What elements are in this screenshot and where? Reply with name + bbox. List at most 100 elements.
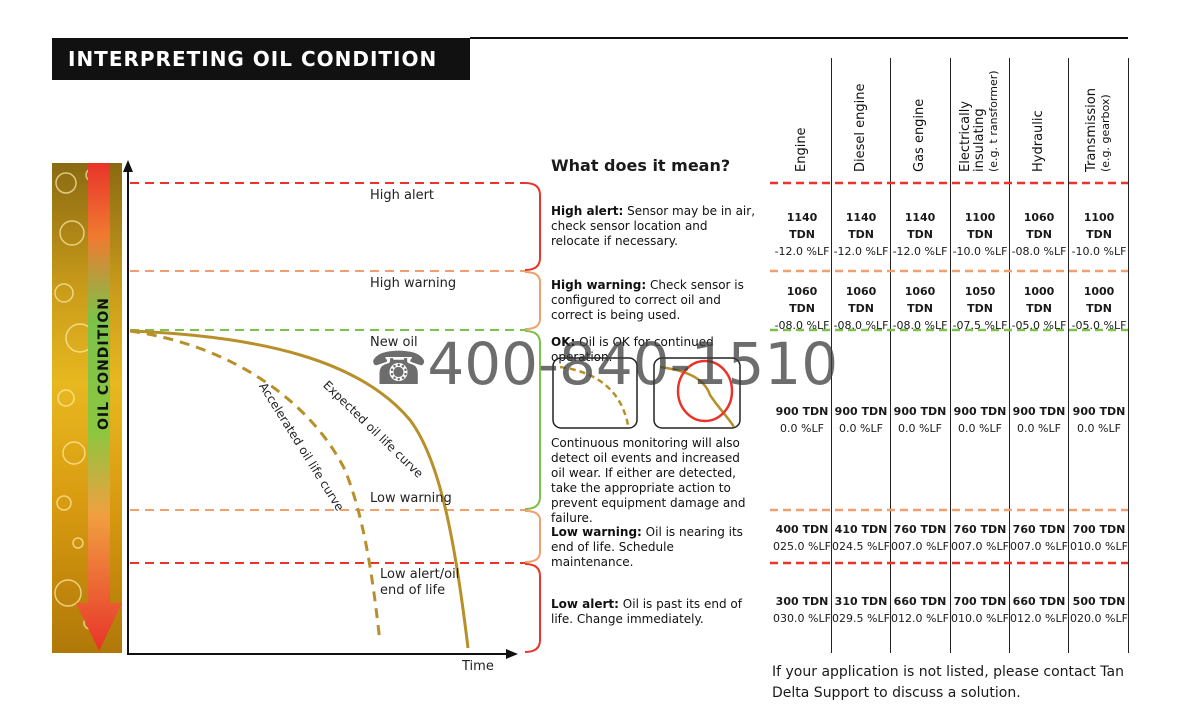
table-cell: 1140 TDN -12.0 %LF [773,209,831,260]
table-cell: 310 TDN 029.5 %LF [832,593,890,627]
meaning-high-alert: High alert: Sensor may be in air, check … [551,204,756,248]
col-name: Engine [794,127,809,172]
cell-lf: -12.0 %LF [892,245,948,258]
table-cell: 1060 TDN-08.0 %LF [891,283,949,334]
oil-gradient-bar [52,163,122,653]
col-name: insulating [972,108,987,172]
table-cell: 1100 TDN -10.0 %LF [951,209,1009,260]
cell-tdn: 1000 TDN [1023,285,1055,315]
cell-tdn: 900 TDN [953,405,1007,418]
phone-watermark: ☎400-840-1510 [370,330,838,398]
meaning-low-warning: Low warning: Oil is nearing its end of l… [551,525,743,569]
table-cell: 900 TDN 0.0 %LF [773,403,831,437]
cell-lf: 0.0 %LF [839,422,883,435]
meaning-low-alert: Low alert: Oil is past its end of life. … [551,597,742,626]
meaning-high-warning: High warning: Check sensor is configured… [551,278,744,322]
zone-label-high-alert: High alert [370,188,435,203]
table-column-divider [831,58,832,653]
x-axis-arrow [506,649,518,659]
table-cell: 1000 TDN -05.0 %LF [1070,283,1128,334]
table-column-header: Hydraulic [1031,110,1046,172]
table-cell: 900 TDN 0.0 %LF [891,403,949,437]
low-alert-bracket [524,563,541,653]
table-column-divider [890,58,891,653]
cell-tdn: 1060 TDN [1023,211,1055,241]
cell-tdn: 900 TDN [775,405,829,418]
table-cell: 1140 TDN -12.0 %LF [891,209,949,260]
cell-tdn: 760 TDN [893,523,947,536]
cell-lf: -12.0 %LF [833,245,889,258]
table-cell: 1050 TDN-07.5 %LF [951,283,1009,334]
cell-lf: 030.0 %LF [773,612,831,625]
cell-tdn: 1100 TDN [1083,211,1115,241]
table-column-divider [1068,58,1069,653]
table-cell: 1060 TDN-08.0 %LF [832,283,890,334]
col-name: Diesel engine [853,83,868,172]
table-column-header: Transmission(e.g. gearbox) [1084,88,1113,172]
cell-tdn: 660 TDN [893,595,947,608]
cell-tdn: 900 TDN [1012,405,1066,418]
table-column-header: Engine [794,127,809,172]
zone-label-low-alert-2: end of life [380,583,446,598]
low-warning-bracket [524,510,541,563]
cell-lf: -08.0 %LF [774,319,830,332]
cell-lf: 0.0 %LF [780,422,824,435]
cell-lf: 0.0 %LF [898,422,942,435]
cell-lf: 010.0 %LF [951,612,1009,625]
page-title: INTERPRETING OIL CONDITION [52,38,470,80]
cell-lf: -08.0 %LF [833,319,889,332]
cell-tdn: 900 TDN [893,405,947,418]
cell-lf: 0.0 %LF [958,422,1002,435]
col-name: Hydraulic [1031,110,1046,172]
cell-lf: -10.0 %LF [952,245,1008,258]
cell-tdn: 760 TDN [1012,523,1066,536]
table-cell: 1060 TDN-08.0 %LF [773,283,831,334]
phone-number: 400-840-1510 [427,330,839,398]
cell-tdn: 410 TDN [834,523,888,536]
cell-tdn: 1000 TDN [1083,285,1115,315]
table-cell: 760 TDN 007.0 %LF [1010,521,1068,555]
cell-tdn: 300 TDN [775,595,829,608]
cell-lf: 007.0 %LF [1010,540,1068,553]
table-cell: 1100 TDN-10.0 %LF [1070,209,1128,260]
cell-tdn: 1140 TDN [904,211,936,241]
zone-label-high-warning: High warning [370,276,457,291]
expected-oil-life-curve [129,329,470,649]
cell-lf: -05.0 %LF [1071,319,1127,332]
phone-icon: ☎ [370,341,428,395]
cell-tdn: 1100 TDN [964,211,996,241]
table-cell: 660 TDN 012.0 %LF [1010,593,1068,627]
table-cell: 300 TDN 030.0 %LF [773,593,831,627]
cell-lf: -12.0 %LF [774,245,830,258]
cell-lf: 029.5 %LF [832,612,890,625]
x-axis-label: Time [462,659,494,674]
cell-lf: -05.0 %LF [1011,319,1067,332]
cell-lf: 007.0 %LF [951,540,1009,553]
cell-tdn: 310 TDN [834,595,888,608]
cell-tdn: 700 TDN [1072,523,1126,536]
col-sub: (e.g. t ransformer) [987,70,1000,172]
col-name: Gas engine [912,98,927,172]
high-warning-bracket [524,271,541,330]
cell-lf: 020.0 %LF [1070,612,1128,625]
y-axis-arrow [123,160,133,172]
cell-lf: -08.0 %LF [892,319,948,332]
cell-lf: 010.0 %LF [1070,540,1128,553]
table-cell: 1060 TDN-08.0 %LF [1010,209,1068,260]
table-column-divider [950,58,951,653]
col-sub: (e.g. gearbox) [1099,94,1112,172]
mini-graph-oil-event [653,357,741,429]
cell-tdn: 1140 TDN [786,211,818,241]
cell-lf: 024.5 %LF [832,540,890,553]
oil-life-graph [123,160,541,659]
footer-note: If your application is not listed, pleas… [772,664,1124,701]
cell-tdn: 660 TDN [1012,595,1066,608]
cell-lf: 012.0 %LF [1010,612,1068,625]
table-zone-lines [770,181,1128,565]
